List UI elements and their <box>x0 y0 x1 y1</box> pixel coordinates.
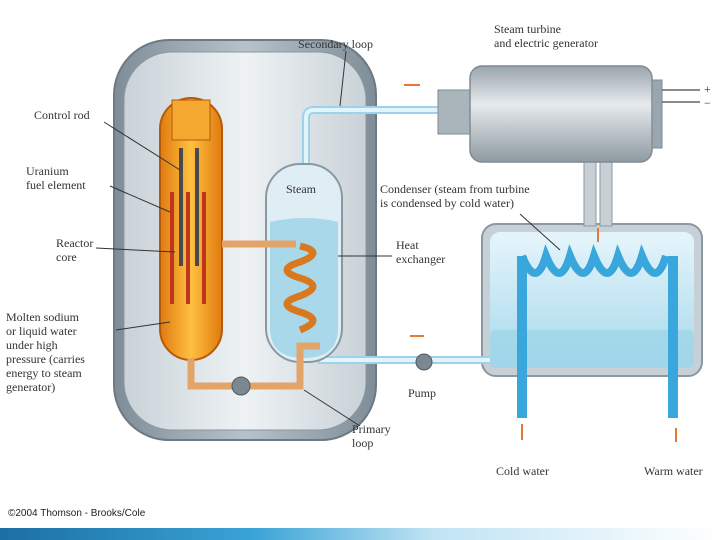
turbine-condenser-pipes <box>583 157 613 227</box>
label-warm-water: Warm water <box>644 464 703 478</box>
label-secondary-loop: Secondary loop <box>298 37 373 51</box>
label-control-rod: Control rod <box>34 108 90 122</box>
bottom-bar <box>0 528 720 540</box>
label-primary-loop: Primary loop <box>352 422 391 450</box>
label-steam: Steam <box>286 182 316 196</box>
control-rods <box>179 148 199 266</box>
label-heat-exchanger: Heat exchanger <box>396 238 446 266</box>
cold-water-pipe <box>517 256 527 418</box>
reactor-core <box>159 97 223 361</box>
leader-lines <box>95 50 561 427</box>
label-plus: + <box>704 82 711 96</box>
pump-icon <box>415 353 433 371</box>
label-condenser: Condenser (steam from turbine is condens… <box>380 182 530 210</box>
label-molten-sodium: Molten sodium or liquid water under high… <box>6 310 85 394</box>
steam-turbine <box>437 65 700 163</box>
label-reactor-core: Reactor core <box>56 236 94 264</box>
warm-water-pipe <box>668 256 678 418</box>
fuel-elements <box>170 192 206 304</box>
flow-arrows <box>404 84 677 442</box>
label-steam-turbine: Steam turbine and electric generator <box>494 22 598 50</box>
label-uranium-fuel: Uranium fuel element <box>26 164 86 192</box>
label-pump: Pump <box>408 386 437 400</box>
label-minus: − <box>704 96 711 110</box>
label-cold-water: Cold water <box>496 464 549 478</box>
primary-loop-pipe <box>187 240 320 396</box>
copyright-credit: ©2004 Thomson - Brooks/Cole <box>8 508 146 519</box>
exchanger-coil <box>283 242 317 334</box>
condenser-coil <box>518 243 670 277</box>
